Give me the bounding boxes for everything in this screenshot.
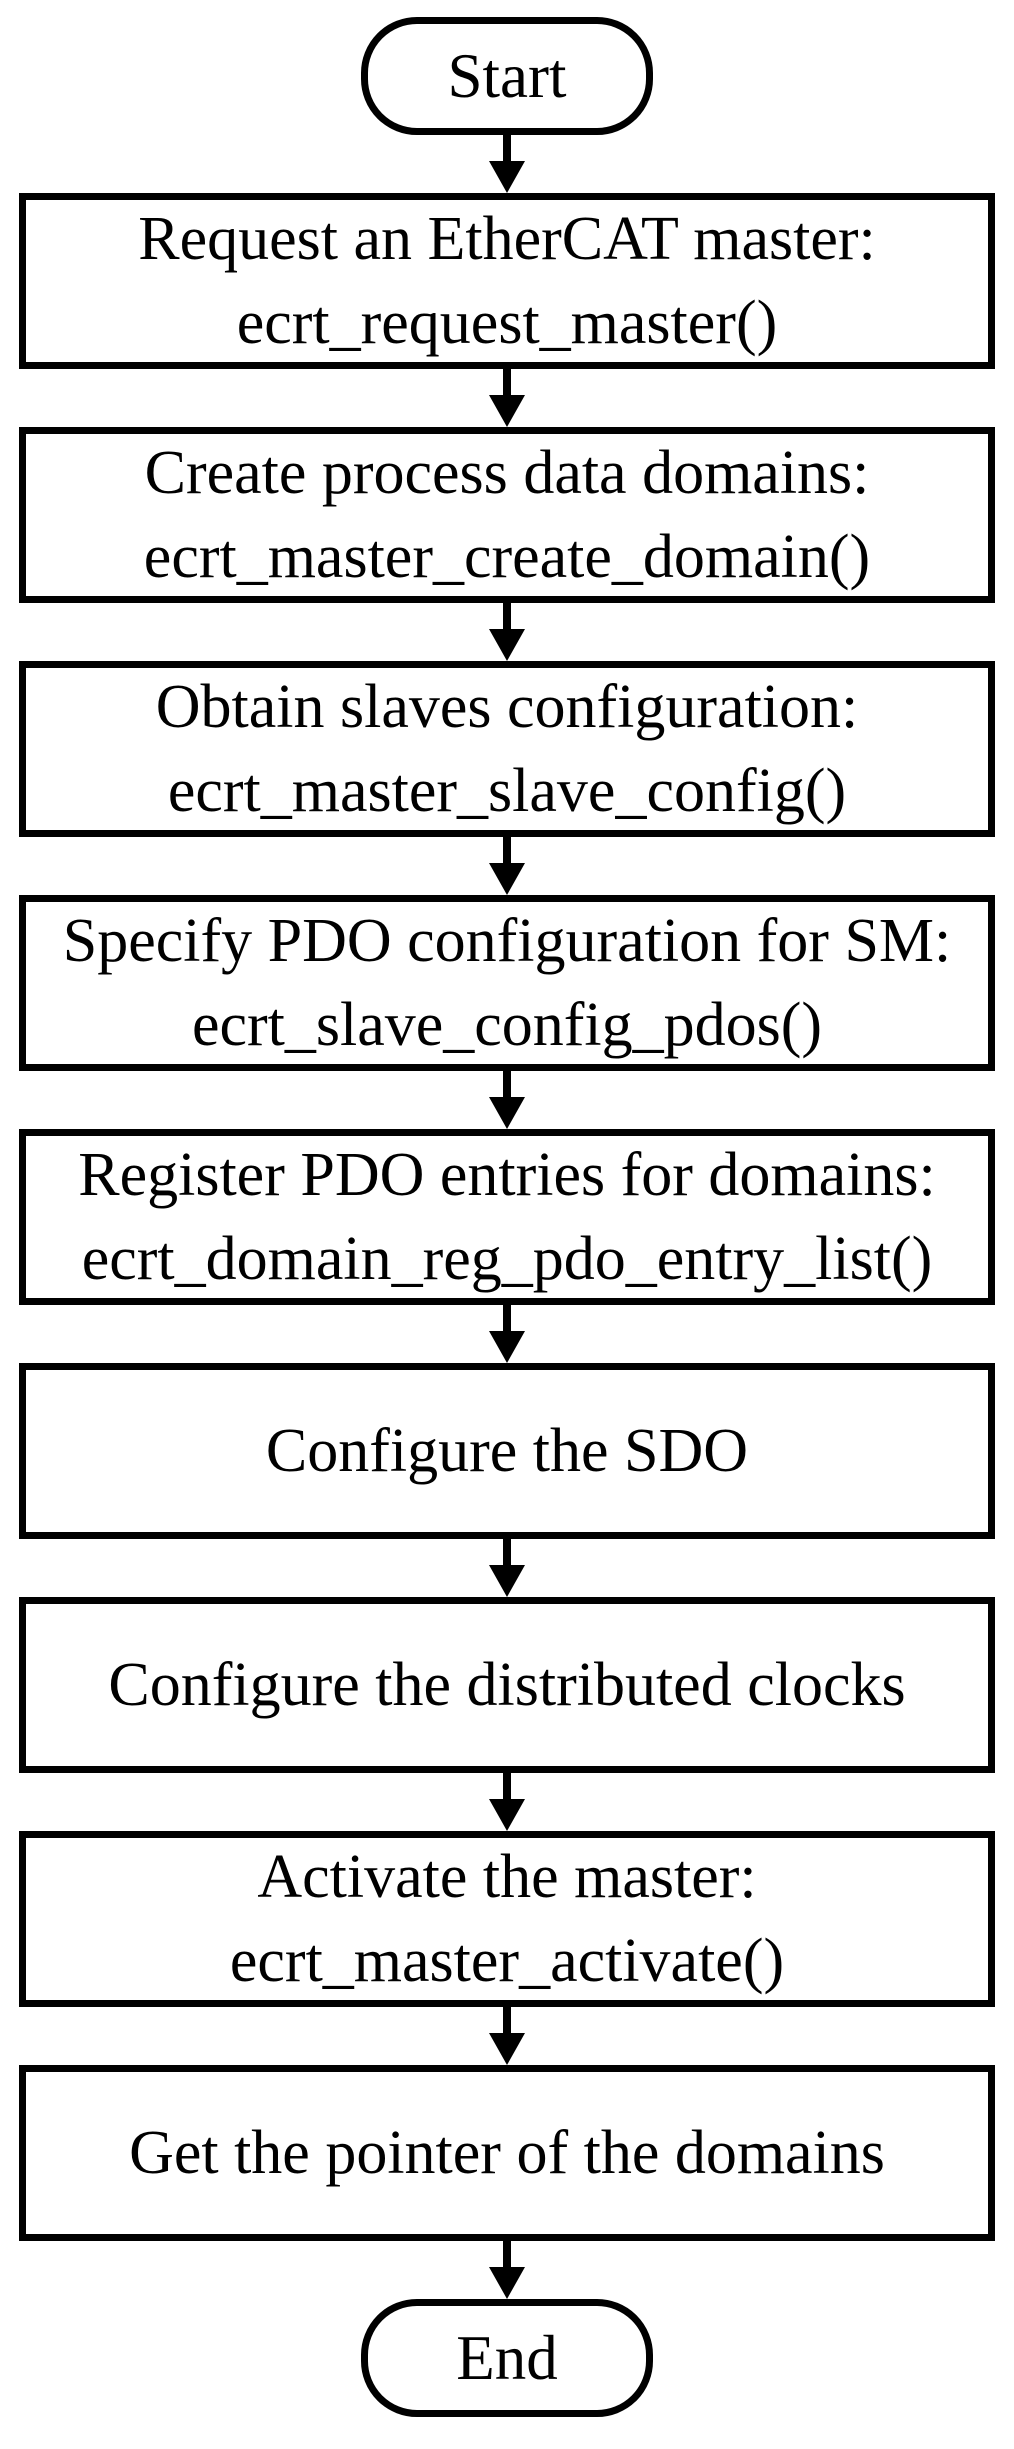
flow-arrow-7 bbox=[489, 1539, 525, 1597]
flow-arrow-9 bbox=[489, 2007, 525, 2065]
arrowhead-down-icon bbox=[489, 1799, 525, 1831]
step-activate-master: Activate the master: ecrt_master_activat… bbox=[19, 1831, 995, 2007]
step-create-domains: Create process data domains: ecrt_master… bbox=[19, 427, 995, 603]
arrow-stem bbox=[503, 1305, 511, 1331]
step-label-line1: Configure the SDO bbox=[265, 1417, 749, 1485]
step-label-line2: ecrt_slave_config_pdos() bbox=[191, 991, 823, 1059]
arrow-stem bbox=[503, 2241, 511, 2267]
arrowhead-down-icon bbox=[489, 863, 525, 895]
flow-arrow-6 bbox=[489, 1305, 525, 1363]
flow-arrow-3 bbox=[489, 603, 525, 661]
step-label-line1: Activate the master: bbox=[257, 1843, 757, 1911]
arrowhead-down-icon bbox=[489, 161, 525, 193]
step-get-domain-pointer: Get the pointer of the domains bbox=[19, 2065, 995, 2241]
arrowhead-down-icon bbox=[489, 629, 525, 661]
arrow-stem bbox=[503, 369, 511, 395]
flow-arrow-4 bbox=[489, 837, 525, 895]
step-label-line2: ecrt_master_create_domain() bbox=[143, 523, 871, 591]
step-label-line1: Specify PDO configuration for SM: bbox=[62, 907, 952, 975]
arrowhead-down-icon bbox=[489, 1565, 525, 1597]
end-node-label: End bbox=[456, 2322, 558, 2393]
arrow-stem bbox=[503, 603, 511, 629]
step-pdo-configuration: Specify PDO configuration for SM: ecrt_s… bbox=[19, 895, 995, 1071]
flow-arrow-8 bbox=[489, 1773, 525, 1831]
start-node-label: Start bbox=[447, 40, 567, 111]
flow-arrow-1 bbox=[489, 135, 525, 193]
arrow-stem bbox=[503, 2007, 511, 2033]
step-label-line2: ecrt_domain_reg_pdo_entry_list() bbox=[81, 1225, 933, 1293]
step-label-line1: Obtain slaves configuration: bbox=[155, 673, 859, 741]
step-configure-sdo: Configure the SDO bbox=[19, 1363, 995, 1539]
step-label-line1: Create process data domains: bbox=[144, 439, 870, 507]
step-label-line2: ecrt_master_slave_config() bbox=[167, 757, 847, 825]
step-label-line1: Configure the distributed clocks bbox=[108, 1651, 906, 1719]
step-label-line2: ecrt_master_activate() bbox=[229, 1927, 785, 1995]
end-node: End bbox=[361, 2299, 653, 2417]
step-label-line2: ecrt_request_master() bbox=[236, 289, 778, 357]
start-node: Start bbox=[361, 17, 653, 135]
arrowhead-down-icon bbox=[489, 2033, 525, 2065]
arrowhead-down-icon bbox=[489, 1097, 525, 1129]
arrowhead-down-icon bbox=[489, 1331, 525, 1363]
step-register-pdo-entries: Register PDO entries for domains: ecrt_d… bbox=[19, 1129, 995, 1305]
flow-arrow-10 bbox=[489, 2241, 525, 2299]
arrow-stem bbox=[503, 837, 511, 863]
flow-arrow-2 bbox=[489, 369, 525, 427]
arrow-stem bbox=[503, 135, 511, 161]
arrowhead-down-icon bbox=[489, 2267, 525, 2299]
step-label-line1: Get the pointer of the domains bbox=[129, 2119, 885, 2187]
step-label-line1: Request an EtherCAT master: bbox=[138, 205, 876, 273]
arrowhead-down-icon bbox=[489, 395, 525, 427]
arrow-stem bbox=[503, 1539, 511, 1565]
step-request-master: Request an EtherCAT master: ecrt_request… bbox=[19, 193, 995, 369]
arrow-stem bbox=[503, 1773, 511, 1799]
step-label-line1: Register PDO entries for domains: bbox=[78, 1141, 936, 1209]
flow-arrow-5 bbox=[489, 1071, 525, 1129]
step-slave-config: Obtain slaves configuration: ecrt_master… bbox=[19, 661, 995, 837]
arrow-stem bbox=[503, 1071, 511, 1097]
step-configure-distributed-clocks: Configure the distributed clocks bbox=[19, 1597, 995, 1773]
